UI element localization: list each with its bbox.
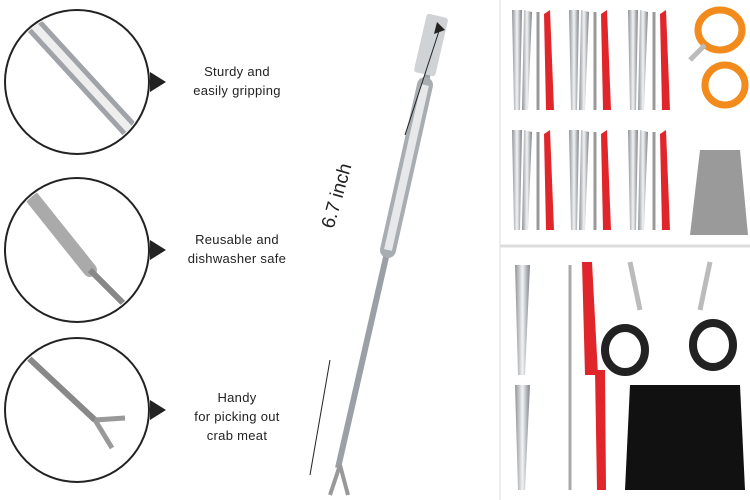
crab-pick [309,13,448,496]
feature-picking: Handy for picking out crab meat [152,388,322,445]
feature-text: Sturdy and [204,64,270,79]
detail-circle-shaft [4,177,166,323]
feature-text: for picking out [194,409,280,424]
feature-dishwasher: Reusable and dishwasher safe [152,230,322,268]
feature-text: dishwasher safe [187,251,287,266]
feature-text: crab meat [206,428,268,443]
set-grid-bottom [515,261,745,490]
feature-text: easily gripping [193,83,281,98]
feature-text: Reusable and [195,232,279,247]
set-grid-top [510,6,749,235]
feature-grip: Sturdy and easily gripping [152,62,322,100]
detail-circle-fork [4,337,166,483]
detail-circle-handle [4,9,166,155]
feature-text: Handy [217,390,257,405]
